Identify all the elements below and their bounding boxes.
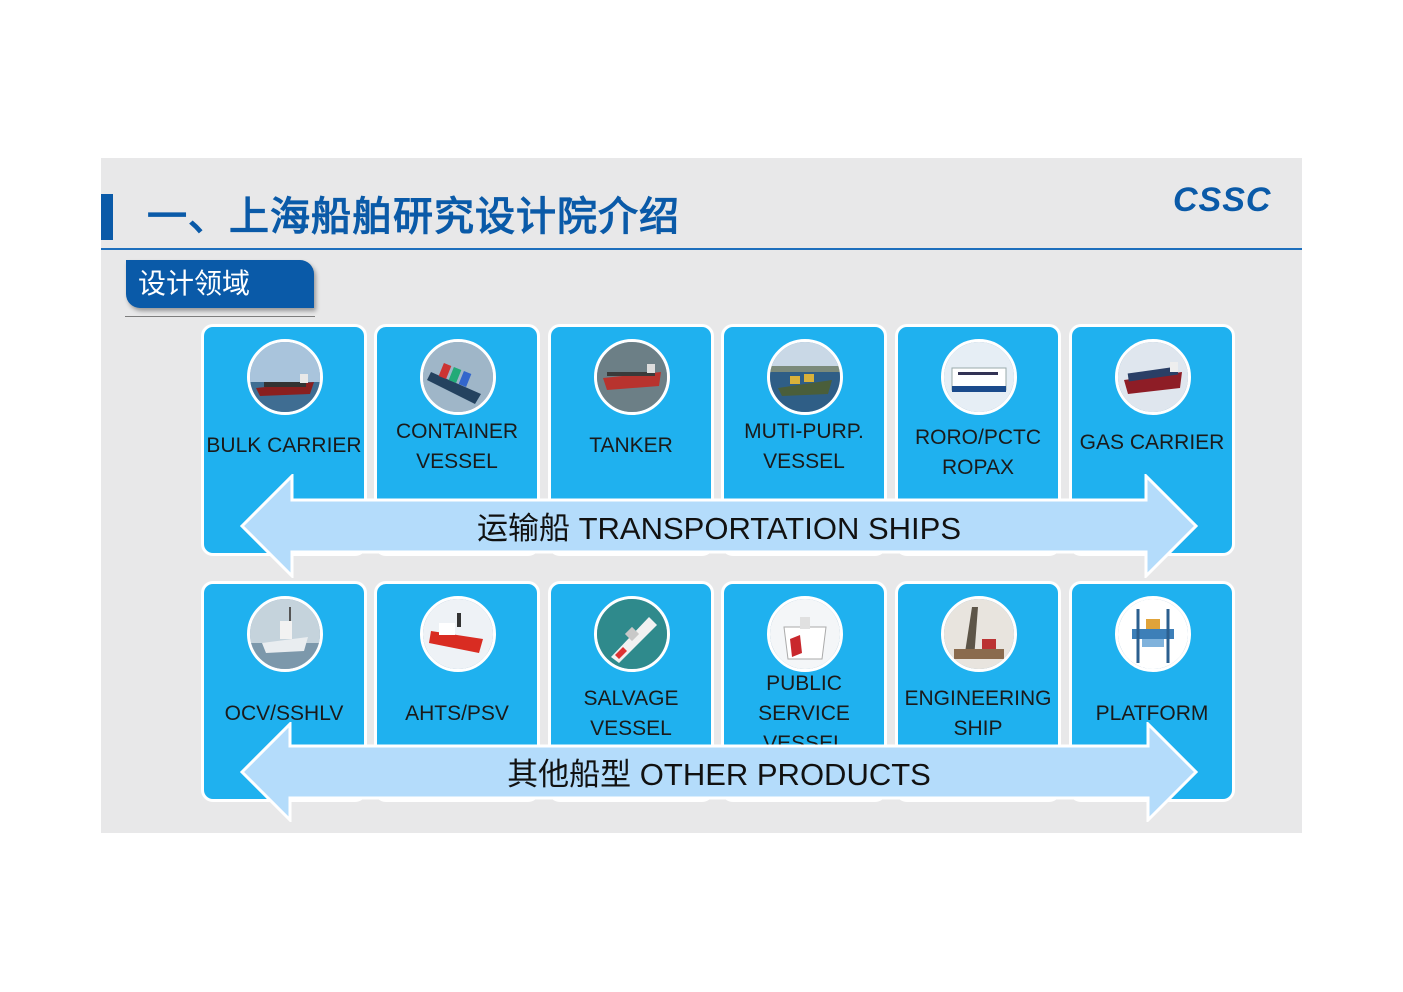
bulk-carrier-photo: [247, 339, 323, 415]
gas-carrier-photo: [1115, 339, 1191, 415]
ocv-photo: [247, 596, 323, 672]
other-products-label: 其他船型 OTHER PRODUCTS: [507, 757, 931, 792]
card-label-line: MUTI-PURP.: [744, 420, 864, 443]
card-label-line: VESSEL: [763, 732, 845, 747]
card-label-line: RORO/PCTC: [915, 426, 1041, 449]
cssc-logo: CSSC: [1173, 181, 1272, 219]
card-label-line: VESSEL: [763, 450, 845, 473]
card-label-line: TANKER: [589, 434, 673, 457]
card-label-line: OCV/SSHLV: [224, 702, 344, 725]
section-divider: [125, 316, 315, 317]
salvage-vessel-photo: [594, 596, 670, 672]
multi-purpose-vessel-photo: [767, 339, 843, 415]
transportation-ships-arrow: 运输船 TRANSPORTATION SHIPS: [240, 474, 1198, 578]
card-label-line: GAS CARRIER: [1079, 431, 1225, 454]
card-label-line: CONTAINER: [395, 420, 519, 443]
card-label-line: ROPAX: [942, 456, 1014, 479]
section-label: 设计领域: [138, 268, 251, 299]
engineering-ship-photo: [941, 596, 1017, 672]
card-label-line: VESSEL: [416, 450, 498, 473]
other-products-arrow: 其他船型 OTHER PRODUCTS: [240, 722, 1198, 822]
title-divider: [101, 248, 1302, 250]
tanker-photo: [594, 339, 670, 415]
card-label-line: ENGINEERING: [904, 687, 1052, 710]
container-vessel-photo: [420, 339, 496, 415]
title-accent-bar: [101, 194, 113, 240]
card-label-line: PLATFORM: [1095, 702, 1209, 725]
card-ocv-sshlv: OCV/SSHLV: [201, 581, 367, 802]
slide-title: 一、上海船舶研究设计院介绍: [147, 195, 680, 239]
section-tab: 设计领域: [126, 260, 314, 308]
transportation-ships-label: 运输船 TRANSPORTATION SHIPS: [477, 511, 961, 546]
platform-photo: [1115, 596, 1191, 672]
card-label-line: SHIP: [953, 717, 1003, 740]
roro-ropax-photo: [941, 339, 1017, 415]
card-label-line: AHTS/PSV: [405, 702, 509, 725]
card-label-line: PUBLIC: [766, 672, 842, 695]
card-label-line: SERVICE: [758, 702, 850, 725]
public-service-vessel-photo: [767, 596, 843, 672]
card-label-line: SALVAGE: [583, 687, 679, 710]
ahts-photo: [420, 596, 496, 672]
card-label-line: BULK CARRIER: [206, 434, 362, 457]
card-label-line: VESSEL: [590, 717, 672, 740]
